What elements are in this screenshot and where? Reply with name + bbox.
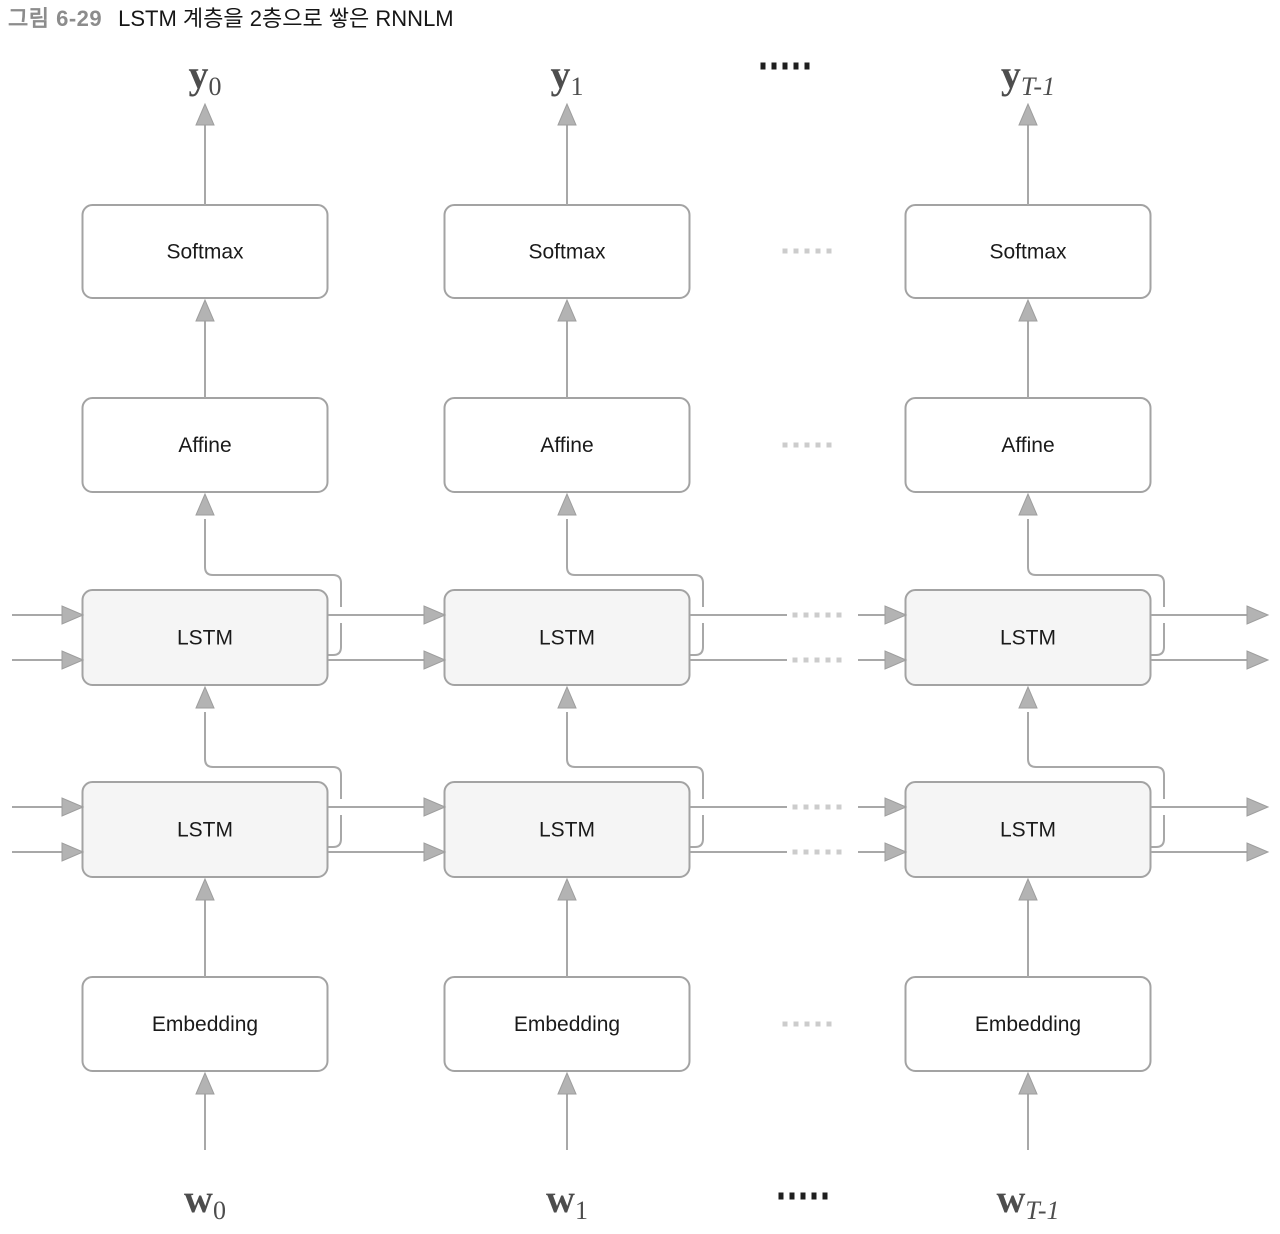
output-label-col2: yT-1 bbox=[1001, 52, 1055, 101]
affine-col0-label: Affine bbox=[178, 434, 231, 457]
lstm2-to-lstm1-elbow-col0-head bbox=[195, 685, 215, 709]
lstm1-line0-out-right-head bbox=[1246, 605, 1270, 625]
softmax-to-output-arrow-col1-head bbox=[557, 102, 577, 126]
lstm1-to-affine-elbow-col2-head bbox=[1018, 492, 1038, 516]
lstm1-line1-out-right-head bbox=[1246, 650, 1270, 670]
lstm2-line1-out-right-head bbox=[1246, 842, 1270, 862]
output-label-col1-subscript: 1 bbox=[571, 72, 584, 101]
softmax-to-output-arrow-col0-head bbox=[195, 102, 215, 126]
softmax-col1-label: Softmax bbox=[528, 241, 606, 264]
lstm2-to-lstm1-elbow-col2-riser bbox=[1027, 712, 1165, 799]
embedding-col1-label: Embedding bbox=[514, 1013, 620, 1036]
lstm2-line0-into-tlast-head bbox=[884, 797, 908, 817]
lstm1-line0-into-tlast-head bbox=[884, 605, 908, 625]
lstm2-to-lstm1-elbow-col1-riser bbox=[566, 712, 704, 799]
softmax-to-output-arrow-col2-head bbox=[1018, 102, 1038, 126]
output-label-col0-base: y bbox=[189, 52, 209, 97]
lstm-col0-box bbox=[81, 589, 329, 686]
lstm2-line0-t0-to-t1-head bbox=[423, 797, 447, 817]
lstm2-to-lstm1-elbow-col1-stem bbox=[690, 815, 704, 848]
affine-col2-label: Affine bbox=[1001, 434, 1054, 457]
softmax-col2-label: Softmax bbox=[989, 241, 1067, 264]
lstm2-to-lstm1-elbow-col2-stem bbox=[1151, 815, 1165, 848]
lstm1-line1-into-tlast-head bbox=[884, 650, 908, 670]
softmax-col0-label: Softmax bbox=[166, 241, 244, 264]
embedding-to-lstm-arrow-col0-head bbox=[195, 877, 215, 901]
lstm2-col1-box bbox=[443, 781, 691, 878]
lstm2-line1-in-left-head bbox=[61, 842, 85, 862]
lstm1-to-affine-elbow-col1-stem bbox=[690, 623, 704, 656]
lstm-col1-box bbox=[443, 589, 691, 686]
lstm-col2-box bbox=[904, 589, 1152, 686]
lstm1-to-affine-elbow-col2-stem bbox=[1151, 623, 1165, 656]
affine-to-softmax-arrow-col0-head bbox=[195, 298, 215, 322]
lstm-col1-label: LSTM bbox=[539, 627, 595, 650]
lstm2-to-lstm1-elbow-col2-head bbox=[1018, 685, 1038, 709]
lstm2-col2-box bbox=[904, 781, 1152, 878]
lstm2-to-lstm1-elbow-col0-riser bbox=[204, 712, 342, 799]
output-label-col1: y1 bbox=[551, 52, 584, 101]
input-label-col0-base: w bbox=[184, 1176, 213, 1221]
input-label-col0-subscript: 0 bbox=[213, 1196, 226, 1225]
lstm1-line0-in-left-head bbox=[61, 605, 85, 625]
lstm2-line1-into-tlast-head bbox=[884, 842, 908, 862]
lstm2-line0-out-right-head bbox=[1246, 797, 1270, 817]
input-label-col1-subscript: 1 bbox=[575, 1196, 588, 1225]
lstm1-line1-t0-to-t1-head bbox=[423, 650, 447, 670]
output-label-col2-subscript: T-1 bbox=[1021, 72, 1055, 101]
lstm-col0-label: LSTM bbox=[177, 627, 233, 650]
output-label-col1-base: y bbox=[551, 52, 571, 97]
word-to-embedding-arrow-col0-head bbox=[195, 1071, 215, 1095]
lstm2-col2-label: LSTM bbox=[1000, 819, 1056, 842]
figure-caption: 그림 6-29 LSTM 계층을 2층으로 쌓은 RNNLM bbox=[8, 6, 454, 32]
output-label-col0: y0 bbox=[189, 52, 222, 101]
lstm2-col1-label: LSTM bbox=[539, 819, 595, 842]
affine-to-softmax-arrow-col1-head bbox=[557, 298, 577, 322]
input-label-col1-base: w bbox=[546, 1176, 575, 1221]
lstm1-to-affine-elbow-col1-riser bbox=[566, 519, 704, 607]
lstm1-to-affine-elbow-col1-head bbox=[557, 492, 577, 516]
lstm1-to-affine-elbow-col2-riser bbox=[1027, 519, 1165, 607]
lstm1-to-affine-elbow-col0-head bbox=[195, 492, 215, 516]
input-label-col2: wT-1 bbox=[996, 1176, 1059, 1225]
affine-col1-label: Affine bbox=[540, 434, 593, 457]
lstm2-line0-in-left-head bbox=[61, 797, 85, 817]
affine-to-softmax-arrow-col2-head bbox=[1018, 298, 1038, 322]
input-label-col1: w1 bbox=[546, 1176, 588, 1225]
input-label-col2-base: w bbox=[996, 1176, 1025, 1221]
figure-title: LSTM 계층을 2층으로 쌓은 RNNLM bbox=[118, 6, 454, 31]
embedding-col2-label: Embedding bbox=[975, 1013, 1081, 1036]
input-label-col2-subscript: T-1 bbox=[1025, 1196, 1059, 1225]
lstm1-line1-in-left-head bbox=[61, 650, 85, 670]
lstm2-to-lstm1-elbow-col0-stem bbox=[328, 815, 342, 848]
lstm2-col0-box bbox=[81, 781, 329, 878]
embedding-col0-label: Embedding bbox=[152, 1013, 258, 1036]
word-to-embedding-arrow-col1-head bbox=[557, 1071, 577, 1095]
lstm-col2-label: LSTM bbox=[1000, 627, 1056, 650]
lstm2-to-lstm1-elbow-col1-head bbox=[557, 685, 577, 709]
word-to-embedding-arrow-col2-head bbox=[1018, 1071, 1038, 1095]
lstm2-col0-label: LSTM bbox=[177, 819, 233, 842]
lstm1-line0-t0-to-t1-head bbox=[423, 605, 447, 625]
input-label-col0: w0 bbox=[184, 1176, 226, 1225]
lstm1-to-affine-elbow-col0-riser bbox=[204, 519, 342, 607]
figure-number: 그림 6-29 bbox=[8, 6, 103, 31]
embedding-to-lstm-arrow-col2-head bbox=[1018, 877, 1038, 901]
lstm2-line1-t0-to-t1-head bbox=[423, 842, 447, 862]
output-label-col2-base: y bbox=[1001, 52, 1021, 97]
output-label-col0-subscript: 0 bbox=[209, 72, 222, 101]
embedding-to-lstm-arrow-col1-head bbox=[557, 877, 577, 901]
lstm1-to-affine-elbow-col0-stem bbox=[328, 623, 342, 656]
